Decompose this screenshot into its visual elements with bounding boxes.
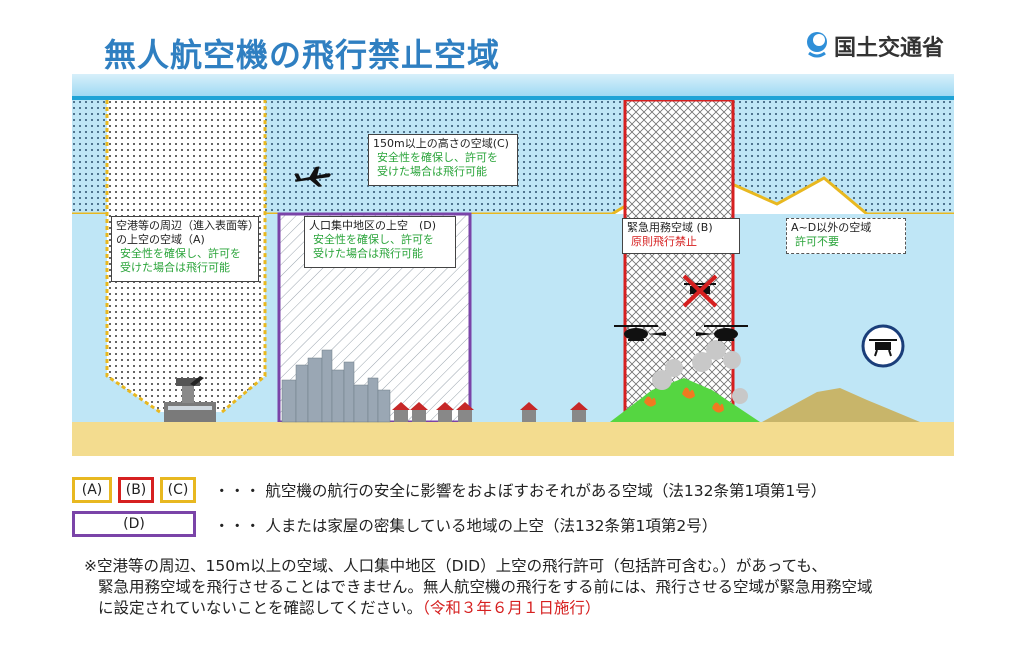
airport-tower-icon — [164, 376, 216, 422]
legend-box-d: (D) — [72, 511, 196, 537]
zone-d-title: 人口集中地区の上空 (D) — [309, 219, 437, 232]
fire-icon — [644, 387, 724, 413]
page-title: 無人航空機の飛行禁止空域 — [104, 36, 501, 74]
zone-other-label: A~D以外の空域 許可不要 — [786, 218, 906, 254]
zone-c-line2: 受けた場合は飛行可能 — [377, 165, 487, 178]
helicopter-icon — [614, 325, 666, 341]
houses — [392, 402, 588, 422]
sky-top-line — [72, 96, 954, 100]
ministry-name: 国土交通省 — [834, 36, 945, 61]
city-buildings — [281, 349, 391, 423]
note-effective-date: （令和３年６月１日施行） — [422, 599, 601, 617]
legend-row2-text: ・・・ 人または家屋の密集している地域の上空（法132条第1項第2号） — [214, 517, 718, 535]
note: ※空港等の周辺、150m以上の空域、人口集中地区（DID）上空の飛行許可（包括許… — [84, 556, 964, 619]
legend-box-a: (A) — [72, 477, 112, 503]
zone-a-line1: 安全性を確保し、許可を — [120, 247, 241, 260]
zone-b-label: 緊急用務空域 (B) 原則飛行禁止 — [622, 218, 740, 254]
zone-c-title: 150m以上の高さの空域(C) — [373, 137, 509, 150]
zone-d-line1: 安全性を確保し、許可を — [313, 233, 434, 246]
zone-b-line1: 原則飛行禁止 — [631, 235, 697, 248]
legend-row1-text: ・・・ 航空機の航行の安全に影響をおよぼすおそれがある空域（法132条第1項第1… — [214, 482, 827, 500]
zone-a-label: 空港等の周辺（進入表面等）の上空の空域（A) 安全性を確保し、許可を 受けた場合… — [111, 216, 259, 282]
note-line3: に設定されていないことを確認してください。 — [98, 599, 423, 617]
ministry-logo: 国土交通省 — [806, 26, 944, 66]
ground — [72, 422, 954, 456]
zone-other-line1: 許可不要 — [795, 235, 839, 248]
zone-d-line2: 受けた場合は飛行可能 — [313, 247, 423, 260]
zone-other-title: A~D以外の空域 — [791, 221, 872, 234]
legend-box-b: (B) — [118, 477, 154, 503]
helicopter-icon — [696, 325, 748, 341]
note-line1: ※空港等の周辺、150m以上の空域、人口集中地区（DID）上空の飛行許可（包括許… — [84, 557, 827, 575]
no-drone-icon — [682, 274, 718, 308]
smoke — [652, 340, 748, 404]
zone-c-label: 150m以上の高さの空域(C) 安全性を確保し、許可を 受けた場合は飛行可能 — [368, 134, 518, 186]
note-line2: 緊急用務空域を飛行させることはできません。無人航空機の飛行をする前には、飛行させ… — [98, 578, 873, 596]
airplane-icon — [294, 166, 331, 187]
zone-a-title: 空港等の周辺（進入表面等）の上空の空域（A) — [116, 219, 254, 246]
zone-b-title: 緊急用務空域 (B) — [627, 221, 713, 234]
ministry-logo-icon — [807, 32, 827, 58]
zone-c-line1: 安全性を確保し、許可を — [377, 151, 498, 164]
legend-box-c: (C) — [160, 477, 196, 503]
zone-a-line2: 受けた場合は飛行可能 — [120, 261, 230, 274]
hill — [762, 388, 920, 422]
drone-icon — [861, 324, 905, 368]
sky-top-band — [72, 74, 954, 96]
zone-a-boundary — [105, 100, 267, 414]
zone-d-label: 人口集中地区の上空 (D) 安全性を確保し、許可を 受けた場合は飛行可能 — [304, 216, 456, 268]
